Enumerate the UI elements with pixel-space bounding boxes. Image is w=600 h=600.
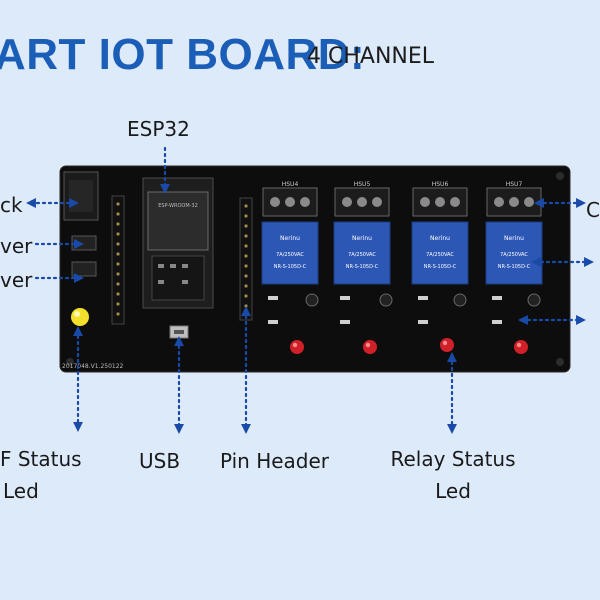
label-dc-jack-partial: ck [0,193,23,217]
page-subtitle: 4 CHANNEL [307,44,435,69]
label-pin-header: Pin Header [220,449,330,473]
label-connector-partial: C [586,198,600,222]
relay-model: NR-S-105D-C [274,264,307,270]
relay-channel-1: HSU4 Nerinu 7A/250VAC NR-S-105D-C [261,181,319,354]
relay-rating: 7A/250VAC [500,252,528,258]
label-usb: USB [139,449,181,473]
relay-brand: Nerinu [430,235,450,242]
relay-status-led [514,340,528,354]
esp-module-text: ESP-WROOM-32 [158,203,198,209]
relay-rating: 7A/250VAC [426,252,454,258]
relay-brand: Nerinu [504,235,524,242]
relay-channel-3: HSU6 Nerinu 7A/250VAC NR-S-105D-C [411,181,469,352]
relay-rating: 7A/250VAC [276,252,304,258]
relay-brand: Nerinu [280,235,300,242]
relay-status-led [290,340,304,354]
relay-channel-4: HSU7 Nerinu 7A/250VAC NR-S-105D-C [485,181,543,354]
label-power-partial-1: ver [0,234,33,258]
relay-header-label: HSU7 [506,181,523,188]
label-rf-status-line1: F Status [0,447,82,471]
relay-model: NR-S-105D-C [424,264,457,270]
esp32-shield [147,191,209,251]
page-title: ART IOT BOARD: [0,30,366,79]
label-relay-status-line2: Led [435,479,471,503]
relay-status-led [363,340,377,354]
pin-header-left [111,195,125,325]
rf-status-led [71,308,89,326]
mount-hole [556,358,564,366]
relay-header-label: HSU4 [282,181,299,188]
relay-model: NR-S-105D-C [498,264,531,270]
relay [485,221,543,285]
relay-header-label: HSU5 [354,181,371,188]
label-esp32: ESP32 [127,117,190,141]
relay-status-led [440,338,454,352]
relay-rating: 7A/250VAC [348,252,376,258]
voltage-regulator [71,235,97,251]
mount-hole [66,358,74,366]
relay [411,221,469,285]
label-rf-status-line2: Led [3,479,39,503]
relay-header-label: HSU6 [432,181,449,188]
relay-brand: Nerinu [352,235,372,242]
label-relay-status-line1: Relay Status [390,447,516,471]
relay [261,221,319,285]
relay-model: NR-S-105D-C [346,264,379,270]
pcb-serial: 2017048.V1.250122 [62,363,124,370]
relay [333,221,391,285]
relay-channel-2: HSU5 Nerinu 7A/250VAC NR-S-105D-C [333,181,391,354]
voltage-regulator [71,261,97,277]
mount-hole [556,172,564,180]
label-power-partial-2: ver [0,268,33,292]
